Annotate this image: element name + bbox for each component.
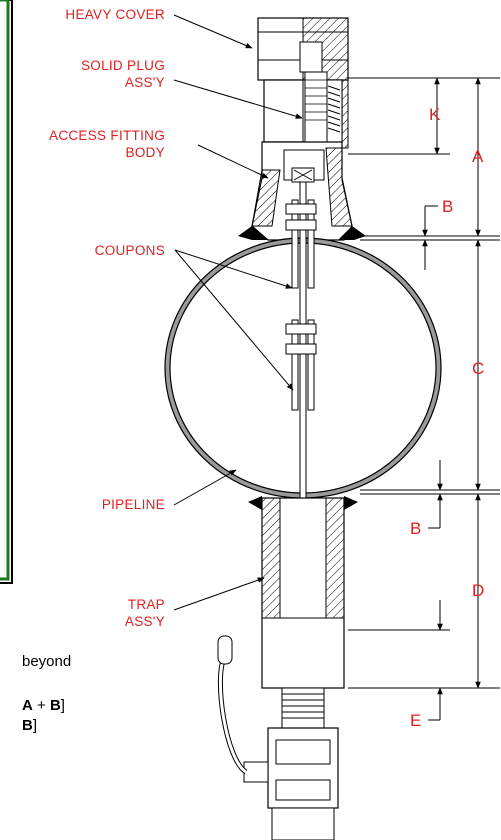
side-text-line1: beyond xyxy=(22,653,72,670)
dimension-b-bottom: B xyxy=(410,519,422,538)
trap-label-line1: TRAP xyxy=(127,597,165,612)
dimension-a: A xyxy=(472,147,484,166)
access-fitting-label-line2: BODY xyxy=(125,145,165,160)
heavy-cover-label: HEAVY COVER xyxy=(65,7,165,22)
side-text-close: ] xyxy=(60,697,65,714)
dimension-e: E xyxy=(410,711,422,730)
solid-plug-label-line2: ASS'Y xyxy=(124,75,165,90)
trap-label-line2: ASS'Y xyxy=(124,614,165,629)
solid-plug-label-line1: SOLID PLUG xyxy=(80,58,165,73)
side-text-b2: B xyxy=(22,717,33,734)
trap-assembly xyxy=(261,497,345,729)
heavy-cover xyxy=(257,17,349,149)
coupons-label: COUPONS xyxy=(94,243,165,258)
solid-plug xyxy=(299,41,328,143)
side-text-close2: ] xyxy=(32,717,38,734)
ball-valve xyxy=(217,635,339,840)
dimension-d: D xyxy=(472,581,485,600)
leader-lines xyxy=(173,14,303,611)
dimension-c: C xyxy=(472,359,485,378)
side-text-b: B xyxy=(49,697,61,714)
access-fitting-label-line1: ACCESS FITTING xyxy=(49,128,165,143)
dimension-b-top: B xyxy=(442,197,454,216)
dimension-k: K xyxy=(429,105,441,124)
side-text-line3: B] xyxy=(22,717,37,735)
dimension-lines xyxy=(348,77,500,721)
side-text-a: A xyxy=(22,697,33,714)
side-panel xyxy=(0,0,13,584)
pipeline-label: PIPELINE xyxy=(101,497,165,512)
side-text-line2: A + B] xyxy=(22,697,65,715)
side-text-plus: + xyxy=(32,697,50,714)
